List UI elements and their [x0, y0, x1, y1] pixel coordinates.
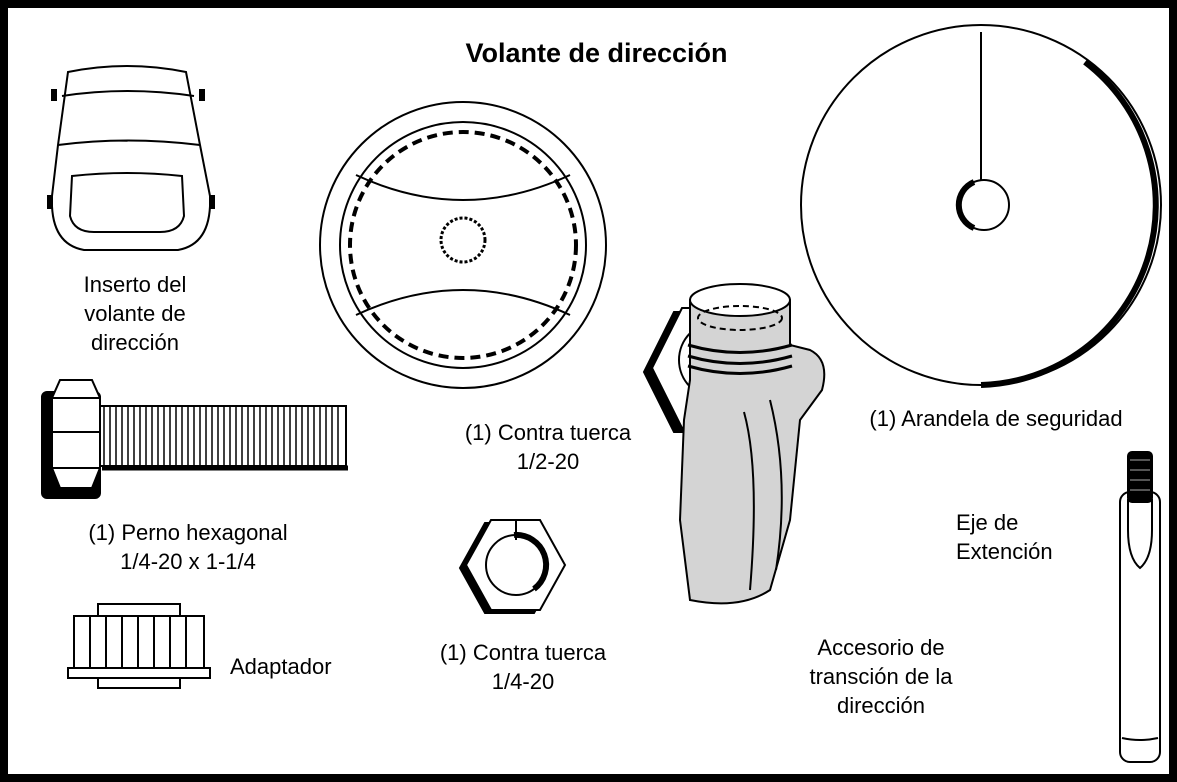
lock-nut-icon-small	[458, 519, 567, 614]
nut-small-label: (1) Contra tuerca 1/4-20	[408, 638, 638, 696]
bolt-label: (1) Perno hexagonal 1/4-20 x 1-1/4	[58, 518, 318, 576]
nut-small-label-line-1: (1) Contra tuerca	[439, 640, 607, 665]
bolt-label-line-2: 1/4-20 x 1-1/4	[120, 549, 256, 574]
steering-wheel-insert-icon	[47, 65, 215, 251]
diagram-title: Volante de dirección	[465, 38, 728, 68]
transition-label-line-3: dirección	[836, 693, 926, 718]
shaft-label-line-2: Extención	[956, 539, 1053, 564]
transition-label-line-2: transción de la	[809, 664, 953, 689]
bolt-label-line-1: (1) Perno hexagonal	[88, 520, 288, 545]
shaft-label-line-1: Eje de	[956, 510, 1019, 535]
washer-label: (1) Arandela de seguridad	[831, 404, 1161, 433]
insert-label-line-1: Inserto del	[83, 272, 187, 297]
nut-small-label-line-2: 1/4-20	[491, 669, 555, 694]
nut-large-label-line-2: 1/2-20	[516, 449, 580, 474]
transition-fitting-icon	[678, 283, 826, 605]
adapter-label-line-1: Adaptador	[230, 654, 332, 679]
insert-label-line-2: volante de	[84, 301, 186, 326]
steering-wheel-icon	[319, 101, 607, 389]
adapter-icon	[67, 603, 211, 689]
transition-label: Accesorio de transción de la dirección	[786, 633, 976, 720]
nut-large-label: (1) Contra tuerca 1/2-20	[438, 418, 658, 476]
nut-large-label-line-1: (1) Contra tuerca	[464, 420, 632, 445]
hex-bolt-icon	[41, 379, 348, 499]
parts-artwork	[41, 24, 1162, 763]
insert-label: Inserto del volante de dirección	[70, 270, 200, 357]
safety-washer-icon	[800, 24, 1162, 388]
insert-label-line-3: dirección	[90, 330, 180, 355]
adapter-label: Adaptador	[230, 652, 370, 681]
shaft-label: Eje de Extención	[956, 508, 1106, 566]
transition-label-line-1: Accesorio de	[817, 635, 945, 660]
extension-shaft-icon	[1119, 451, 1161, 763]
washer-label-line-1: (1) Arandela de seguridad	[869, 406, 1123, 431]
